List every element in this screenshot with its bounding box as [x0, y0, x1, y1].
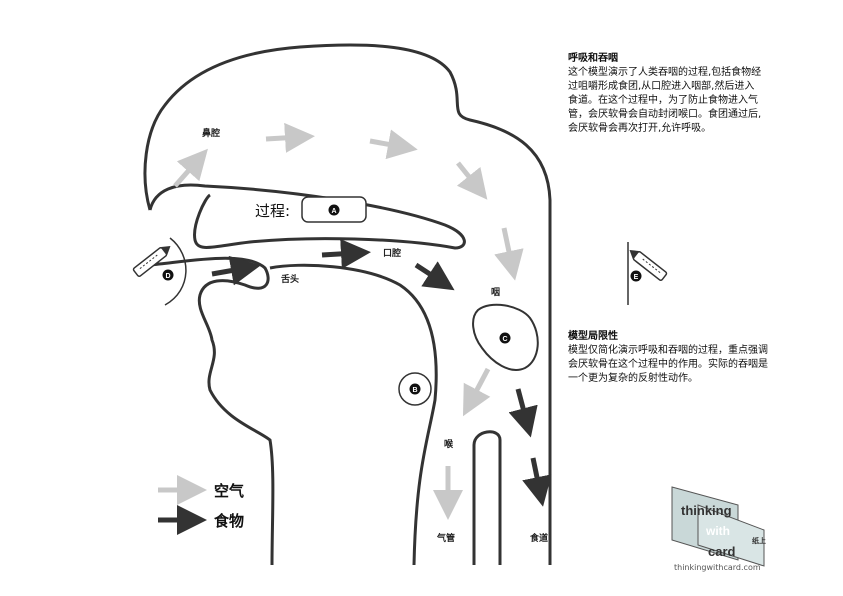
tongue-back-outline: [269, 263, 438, 566]
marker-c-disc: [499, 332, 511, 344]
label-larynx: 喉: [444, 440, 454, 450]
logo-side: 纸上: [752, 536, 766, 545]
tongue-outline: [149, 256, 275, 566]
marker-a: A: [331, 208, 336, 215]
marker-d: D: [165, 273, 170, 280]
label-pharynx: 咽: [491, 288, 501, 298]
logo-word-2: with: [705, 524, 730, 538]
description-line: 过咀嚼形成食团,从口腔进入咽部,然后进入: [568, 81, 755, 92]
marker-e-disc: [630, 270, 642, 282]
label-esophagus: 食道: [530, 534, 549, 544]
knife-icon: [629, 249, 668, 281]
limitations-title: 模型局限性: [568, 331, 618, 342]
food-arrow: [414, 261, 455, 291]
head-outline: [143, 43, 552, 565]
air-arrow: [265, 122, 315, 153]
knife-icon: [132, 245, 171, 277]
food-arrow: [522, 457, 552, 507]
marker-a-disc: [328, 204, 340, 216]
logo-url: thinkingwithcard.com: [674, 563, 761, 572]
legend-food-label: 食物: [214, 512, 245, 530]
air-arrow: [369, 129, 418, 160]
label-tongue: 舌头: [281, 275, 300, 285]
logo-word-3: card: [708, 544, 736, 559]
limitations-line: 一个更为复杂的反射性动作。: [568, 373, 698, 384]
process-label: 过程:: [255, 202, 291, 220]
air-arrow: [462, 367, 491, 417]
logo-word-1: thinking: [681, 503, 732, 518]
marker-c: C: [502, 336, 507, 343]
description-line: 这个模型演示了人类吞咽的过程,包括食物经: [568, 67, 762, 78]
marker-e: E: [634, 274, 639, 281]
legend-air-label: 空气: [214, 482, 245, 500]
limitations-line: 会厌软骨在这个过程中的作用。实际的吞咽是: [568, 359, 768, 370]
description-line: 食道。在这个过程中，为了防止食物进入气: [568, 95, 758, 106]
description-title: 呼吸和吞咽: [568, 53, 618, 64]
marker-b: B: [412, 387, 417, 394]
label-nasal-cavity: 鼻腔: [202, 129, 221, 139]
description-limitations: 模型局限性 模型仅简化演示呼吸和吞咽的过程，重点强调 会厌软骨在这个过程中的作用…: [568, 330, 818, 386]
air-arrows: [158, 122, 524, 520]
air-arrow: [456, 161, 488, 200]
logo: thinking with card 纸上: [671, 486, 766, 567]
description-line: 会厌软骨会再次打开,允许呼吸。: [568, 123, 712, 134]
air-arrow: [173, 148, 208, 188]
label-trachea: 气管: [437, 534, 456, 544]
divider-outline: [472, 430, 502, 565]
food-arrow: [508, 388, 538, 438]
label-oral-cavity: 口腔: [383, 249, 402, 259]
air-arrow: [494, 227, 524, 281]
palate-outline: [148, 183, 466, 250]
description-breathing-swallowing: 呼吸和吞咽 这个模型演示了人类吞咽的过程,包括食物经 过咀嚼形成食团,从口腔进入…: [568, 52, 808, 136]
lip-curve: [164, 237, 187, 306]
food-arrows: [158, 238, 552, 535]
limitations-line: 模型仅简化演示呼吸和吞咽的过程，重点强调: [568, 345, 768, 356]
description-line: 管，会厌软骨会自动封闭喉口。食团通过后,: [568, 109, 762, 120]
food-arrow: [211, 255, 261, 286]
marker-d-disc: [162, 269, 174, 281]
food-arrow: [321, 238, 371, 269]
marker-b-disc: [409, 383, 421, 395]
